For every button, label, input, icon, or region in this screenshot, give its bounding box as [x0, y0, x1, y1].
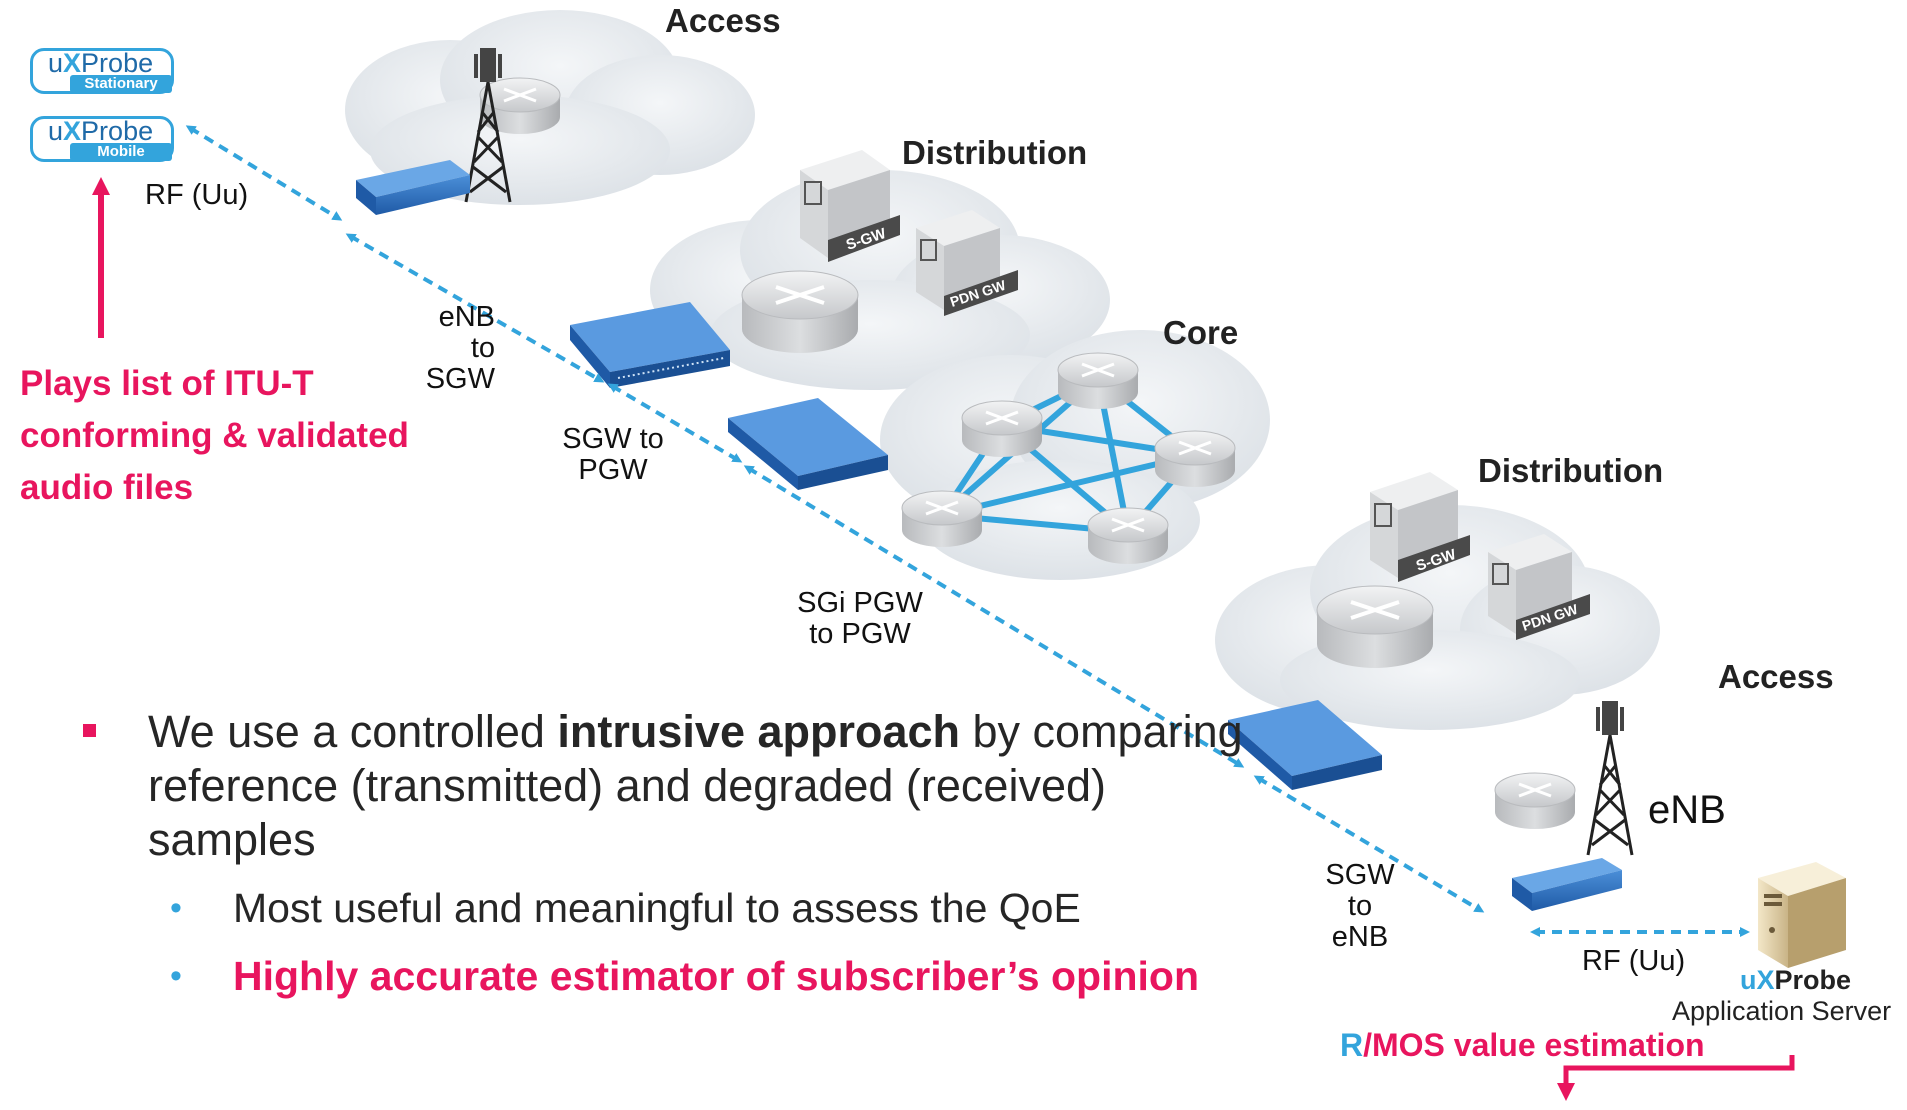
rf-uu-top-label: RF (Uu): [145, 179, 249, 211]
uxprobe-stationary-logo: uXProbe Stationary: [30, 48, 180, 94]
sgw-to-enb-label: SGW to eNB: [1325, 859, 1395, 953]
rmos-estimation-label: R/MOS value estimation: [1340, 1027, 1705, 1063]
router-icon: [1493, 771, 1577, 831]
bullet-main: We use a controlled intrusive approach b…: [78, 705, 1278, 867]
rf-uu-bottom-label: RF (Uu): [1582, 945, 1686, 977]
estimation-arrow: [1557, 1055, 1795, 1101]
bullet-list: We use a controlled intrusive approach b…: [78, 705, 1278, 1003]
distribution-bottom-label: Distribution: [1478, 452, 1664, 489]
router-icon: [1056, 351, 1140, 411]
antenna-icon: [1586, 699, 1634, 857]
audio-files-note: Plays list of ITU-T conforming & validat…: [20, 364, 409, 507]
enb-device-bottom: [1512, 858, 1622, 911]
server-name: Application Server: [1672, 996, 1892, 1026]
bullet-sub-1: • Most useful and meaningful to assess t…: [78, 881, 1278, 935]
router-icon: [960, 399, 1044, 459]
core-label: Core: [1163, 314, 1239, 351]
router-icon: [1315, 584, 1435, 670]
transport-path: [185, 125, 1750, 937]
router-icon: [900, 489, 984, 549]
distribution-top-label: Distribution: [902, 134, 1088, 171]
enb-to-sgw-label: eNB to SGW: [425, 301, 495, 395]
enb-device-top: [356, 160, 470, 215]
bullet-dot-icon: •: [170, 889, 182, 927]
sgw-to-pgw-label: SGW to PGW: [562, 423, 664, 486]
server-brand: uXProbe: [1740, 965, 1852, 995]
gateway-box-icon: S-GW: [800, 150, 900, 262]
enb-label: eNB: [1648, 788, 1726, 832]
server-icon: [1758, 862, 1846, 968]
router-icon: [1153, 429, 1237, 489]
uxprobe-mobile-logo: uXProbe Mobile: [30, 116, 180, 162]
sgi-pgw-label: SGi PGW to PGW: [797, 587, 923, 650]
bullet-sub-2: • Highly accurate estimator of subscribe…: [78, 949, 1278, 1003]
bullet-dot-icon: •: [170, 957, 182, 995]
router-icon: [1086, 506, 1170, 566]
switch-icon: [728, 398, 888, 490]
bullet-square-icon: [83, 724, 96, 737]
gateway-box-icon: PDN GW: [916, 210, 1018, 316]
router-icon: [740, 269, 860, 355]
access-bottom-label: Access: [1718, 658, 1834, 695]
access-top-label: Access: [665, 2, 781, 39]
